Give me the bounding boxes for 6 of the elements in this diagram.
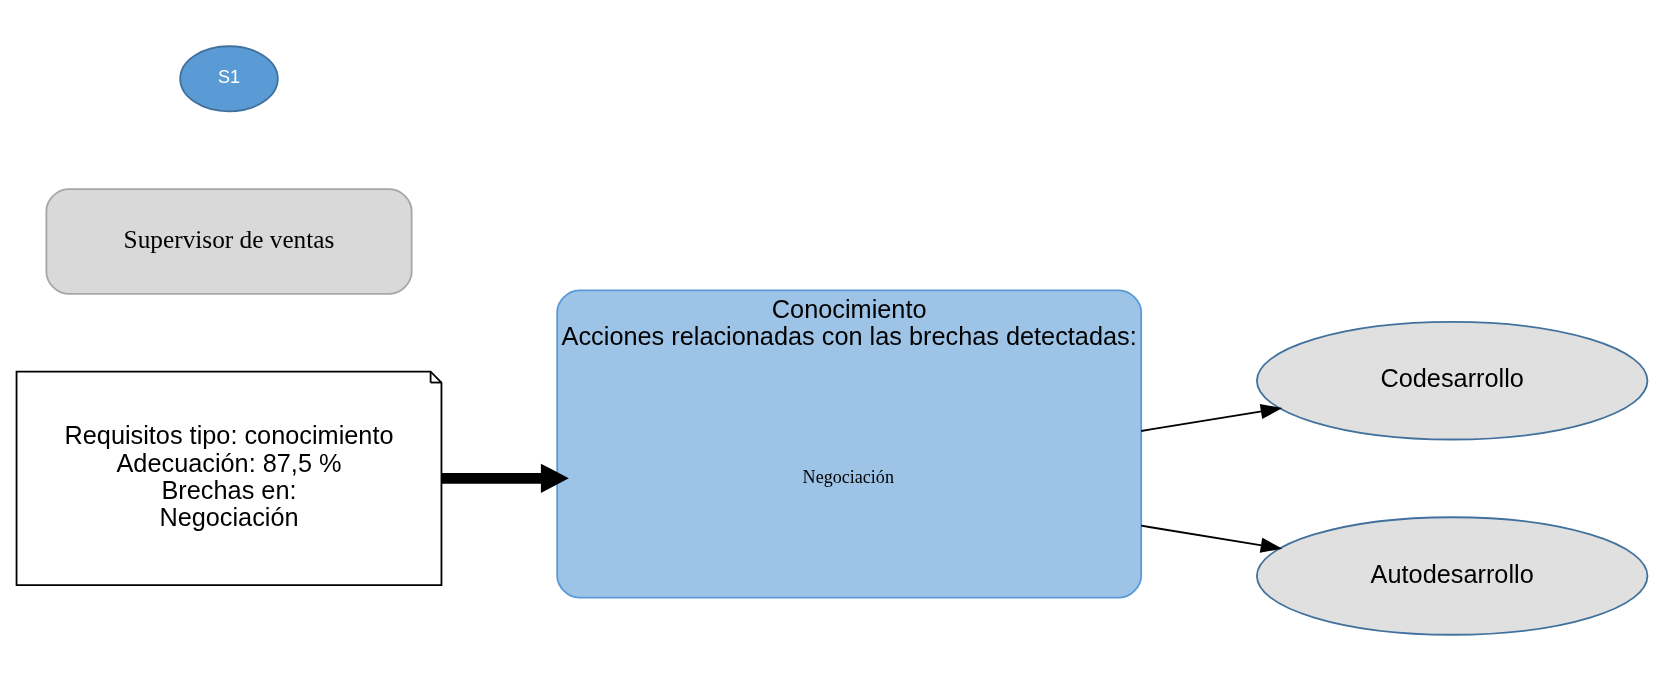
- arrow: [441, 463, 569, 494]
- node-ellipse: S1: [179, 45, 279, 113]
- arrow: [1140, 524, 1283, 553]
- node-text: Negociación: [802, 466, 894, 487]
- arrow: [1140, 404, 1283, 432]
- node-box: Supervisor de ventas: [45, 188, 413, 295]
